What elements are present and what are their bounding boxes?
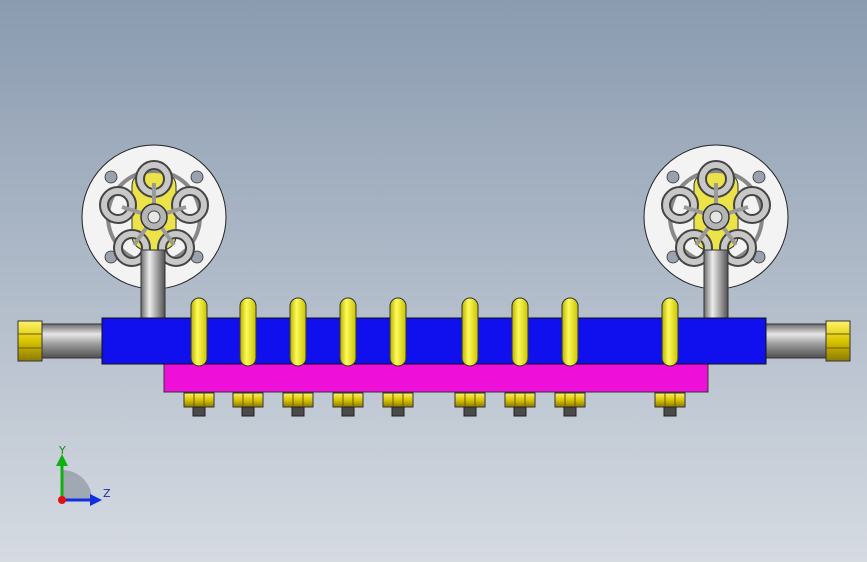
bottom-nut: [504, 392, 536, 417]
right-end-nut: [825, 320, 851, 362]
bottom-nut: [382, 392, 414, 417]
handwheel-valve-icon[interactable]: [99, 160, 209, 267]
handwheel-valve-icon[interactable]: [661, 160, 771, 267]
pipe-riser: [661, 297, 679, 367]
pipe-riser: [511, 297, 529, 367]
pipe-group: [190, 297, 679, 367]
triad-plane: [62, 470, 92, 500]
pipe-riser: [289, 297, 307, 367]
axis-z-label: Z: [103, 487, 111, 500]
left-end-rod: [39, 323, 105, 359]
axis-y-label: Y: [58, 444, 66, 457]
base-plate[interactable]: [163, 361, 709, 393]
right-end-rod: [765, 323, 831, 359]
right-valve-bolt-hole: [752, 170, 766, 184]
bottom-nut: [183, 392, 215, 417]
left-valve-stem: [140, 249, 166, 321]
bottom-nut: [554, 392, 586, 417]
coordinate-triad-icon[interactable]: Y Z: [56, 444, 111, 506]
pipe-riser: [339, 297, 357, 367]
pipe-riser: [190, 297, 208, 367]
manifold-body[interactable]: [101, 317, 767, 365]
right-valve-bolt-hole: [666, 170, 680, 184]
left-valve[interactable]: [81, 144, 227, 290]
bottom-nut-group: [183, 392, 686, 417]
bottom-nut: [332, 392, 364, 417]
axis-x-dot: [58, 496, 66, 504]
right-valve[interactable]: [643, 144, 789, 290]
axis-y-arrow: [56, 454, 68, 466]
pipe-riser: [389, 297, 407, 367]
left-valve-bolt-hole: [190, 170, 204, 184]
right-valve-stem: [703, 249, 729, 321]
left-valve-bolt-hole: [104, 170, 118, 184]
pipe-riser: [239, 297, 257, 367]
bottom-nut: [232, 392, 264, 417]
bottom-nut: [282, 392, 314, 417]
axis-z-arrow: [90, 494, 102, 506]
pipe-riser: [561, 297, 579, 367]
bottom-nut: [454, 392, 486, 417]
pipe-riser: [461, 297, 479, 367]
bottom-nut: [654, 392, 686, 417]
left-end-nut: [17, 320, 43, 362]
